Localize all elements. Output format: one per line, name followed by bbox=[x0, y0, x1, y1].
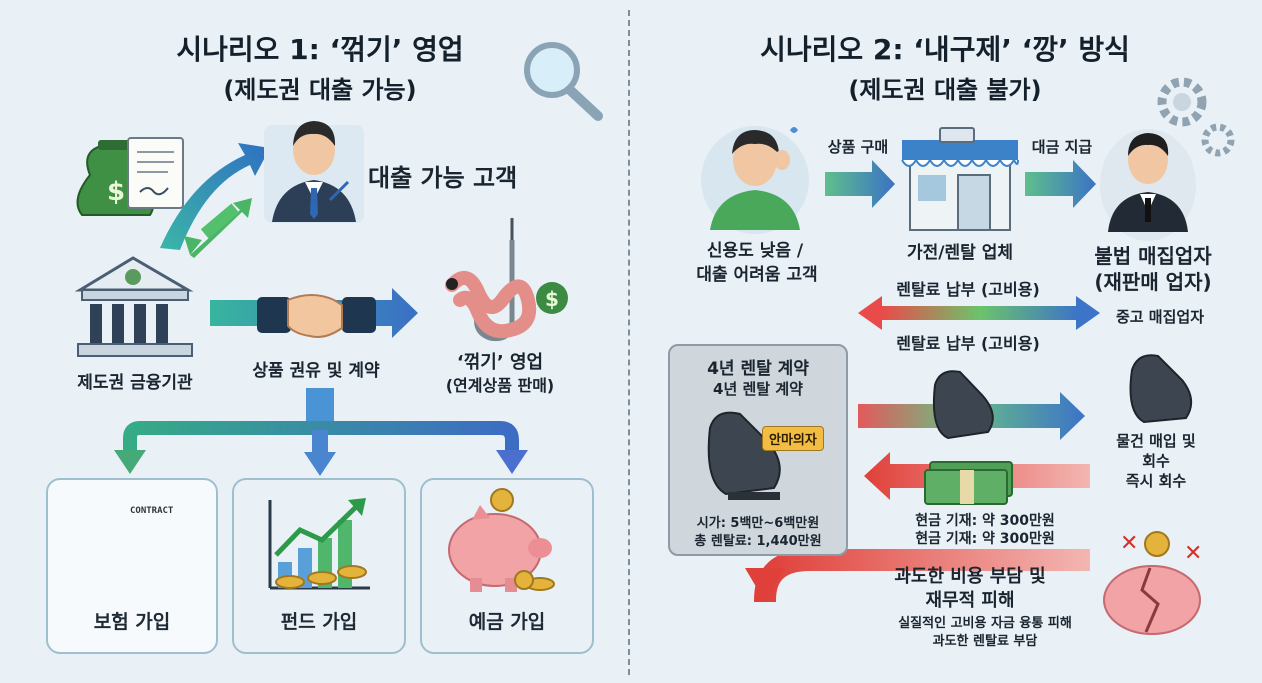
left-subtitle: (제도권 대출 가능) bbox=[223, 76, 417, 104]
collect-label-2: 회수 bbox=[1142, 452, 1170, 470]
sales-subtitle: (연계상품 판매) bbox=[445, 376, 555, 395]
svg-text:✕: ✕ bbox=[1120, 531, 1138, 556]
payment-label: 대금 지급 bbox=[1031, 138, 1093, 156]
rental-contract-box: 4년 렌탈 계약 4년 렌탈 계약 안마의자 시가: 5백만~6백만원 총 렌탈… bbox=[668, 344, 848, 556]
burden-arrow bbox=[745, 549, 1090, 602]
illegal-buyer-avatar bbox=[1100, 129, 1196, 241]
payment-arrow bbox=[1025, 160, 1096, 208]
loan-customer-label: 대출 가능 고객 bbox=[368, 164, 518, 192]
burden-label-2: 재무적 피해 bbox=[925, 590, 1015, 611]
used-buyer-label: 중고 매집업자 bbox=[1115, 308, 1205, 326]
deposit-card-label: 예금 가입 bbox=[468, 611, 546, 633]
total-rental-fee: 총 렌탈료: 1,440만원 bbox=[694, 534, 822, 549]
store-icon bbox=[901, 127, 1019, 231]
loan-arrow-up bbox=[160, 143, 270, 250]
rental-subtitle: 4년 렌탈 계약 bbox=[713, 380, 803, 398]
rent-pay-label-1: 렌탈료 납부 (고비용) bbox=[896, 280, 1040, 299]
store-label: 가전/렌탈 업체 bbox=[907, 243, 1013, 263]
collect-label-1: 물건 매입 및 bbox=[1116, 432, 1196, 450]
buyer-label-line1: 불법 매집업자 bbox=[1094, 244, 1212, 268]
burden-label-4: 과도한 렌탈료 부담 bbox=[932, 634, 1038, 649]
burden-label-1: 과도한 비용 부담 및 bbox=[894, 566, 1046, 587]
worm-icon bbox=[445, 271, 537, 339]
rent-payment-arrows bbox=[858, 296, 1100, 330]
fund-card-label: 펀드 가입 bbox=[280, 611, 358, 633]
cash-label-2: 현금 기재: 약 300만원 bbox=[915, 531, 1055, 547]
rental-chair-icon bbox=[707, 411, 781, 500]
handshake-label: 상품 권유 및 계약 bbox=[252, 361, 380, 381]
deposit-card: 예금 가입 bbox=[420, 478, 594, 654]
collect-label-3: 즉시 회수 bbox=[1125, 472, 1187, 490]
dollar-coin-icon: $ bbox=[536, 282, 568, 314]
customer-label-line2: 대출 어려움 고객 bbox=[696, 265, 818, 285]
right-subtitle: (제도권 대출 불가) bbox=[848, 76, 1042, 104]
scenario-divider bbox=[628, 10, 630, 675]
handshake-icon bbox=[257, 294, 376, 338]
document-icon bbox=[127, 137, 184, 209]
growth-chart-icon bbox=[268, 498, 370, 590]
gear-icon bbox=[1157, 77, 1235, 157]
svg-text:✕: ✕ bbox=[1184, 541, 1202, 566]
insurance-card-label: 보험 가입 bbox=[93, 611, 171, 633]
buyer-label-line2: (재판매 업자) bbox=[1094, 270, 1212, 294]
rent-pay-label-2: 렌탈료 납부 (고비용) bbox=[896, 334, 1040, 353]
branch-arrows bbox=[114, 388, 528, 476]
customer-label-line1: 신용도 낮음 / bbox=[706, 241, 804, 261]
chair-price-tag: 안마의자 bbox=[762, 426, 824, 451]
purchase-label: 상품 구매 bbox=[827, 138, 889, 156]
low-credit-customer-avatar bbox=[701, 126, 809, 234]
sales-title: ‘꺾기’ 영업 bbox=[456, 352, 544, 373]
market-price: 시가: 5백만~6백만원 bbox=[696, 516, 820, 531]
broken-piggy-icon: ✕ ✕ bbox=[1103, 531, 1202, 635]
purchase-arrow bbox=[825, 160, 895, 208]
rental-title: 4년 렌탈 계약 bbox=[707, 359, 809, 379]
exchange-arrow-green bbox=[184, 198, 252, 258]
bank-icon bbox=[74, 256, 194, 357]
left-title: 시나리오 1: ‘꺾기’ 영업 bbox=[176, 33, 464, 66]
contract-text: CONTRACT bbox=[130, 506, 174, 516]
right-title: 시나리오 2: ‘내구제’ ‘깡’ 방식 bbox=[760, 33, 1130, 66]
cash-label-1: 현금 기재: 약 300만원 bbox=[915, 513, 1055, 529]
fund-card: 펀드 가입 bbox=[232, 478, 406, 654]
bank-label: 제도권 금융기관 bbox=[77, 373, 193, 393]
massage-chair-icon-right bbox=[1129, 354, 1193, 424]
burden-label-3: 실질적인 고비용 자금 융통 피해 bbox=[898, 616, 1072, 631]
svg-text:$: $ bbox=[545, 287, 559, 311]
massage-chair-icon-small bbox=[932, 370, 994, 440]
insurance-card: 보험 가입 bbox=[46, 478, 218, 654]
piggy-bank-icon bbox=[448, 488, 555, 592]
loan-customer-avatar bbox=[264, 121, 364, 223]
magnifier-icon bbox=[524, 42, 603, 121]
cash-stack-icon bbox=[924, 461, 1013, 505]
svg-text:$: $ bbox=[107, 177, 125, 207]
